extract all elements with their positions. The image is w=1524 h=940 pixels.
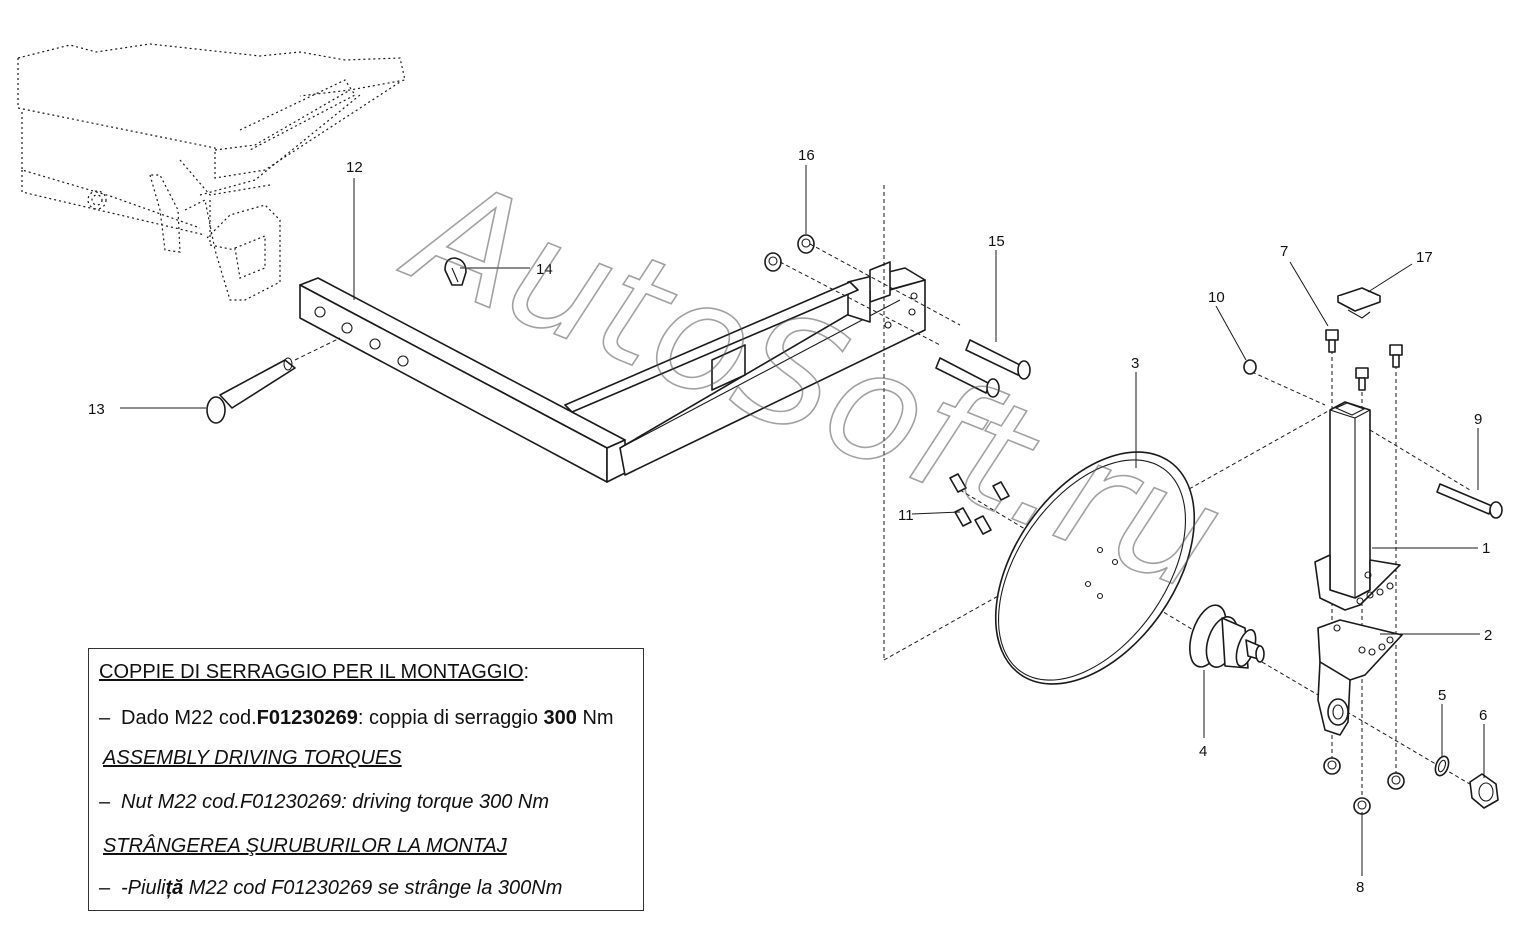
callout-5: 5 — [1438, 687, 1446, 704]
tractor-frame-ghost — [17, 43, 406, 301]
note-it-title: COPPIE DI SERRAGGIO PER IL MONTAGGIO: — [99, 661, 529, 684]
note-it-line-c: Nm — [576, 707, 614, 729]
note-dash: – — [99, 791, 111, 813]
note-it-code: F01230269 — [256, 707, 358, 729]
nut-6 — [1469, 773, 1499, 809]
callout-9: 9 — [1474, 411, 1482, 428]
note-ro-line-a: -Piuli — [121, 877, 166, 899]
callout-16: 16 — [798, 147, 815, 164]
callout-4: 4 — [1199, 743, 1207, 760]
note-ro-bold: ță — [165, 877, 184, 899]
washer-5 — [1434, 755, 1450, 777]
note-ro-title: STRÂNGEREA ŞURUBURILOR LA MONTAJ — [103, 835, 507, 857]
nuts-16 — [764, 234, 815, 272]
callout-3: 3 — [1131, 355, 1139, 372]
callout-17: 17 — [1416, 249, 1433, 266]
leader-lines — [120, 165, 1485, 876]
note-ro-line: –-Piuliță M22 cod F01230269 se strânge l… — [99, 877, 562, 900]
note-ro-line-b: M22 cod F01230269 se strânge la 300Nm — [183, 877, 563, 899]
note-en-line-text: Nut M22 cod.F01230269: driving torque 30… — [121, 791, 550, 813]
frame-arm — [299, 261, 926, 483]
callout-1: 1 — [1482, 540, 1490, 557]
bolt-9 — [1436, 483, 1503, 519]
note-it-line: –Dado M22 cod.F01230269: coppia di serra… — [99, 707, 614, 730]
pin-13 — [206, 337, 341, 424]
clip-14 — [444, 257, 467, 286]
note-it-title-text: COPPIE DI SERRAGGIO PER IL MONTAGGIO — [99, 661, 524, 683]
bracket-2 — [1317, 619, 1403, 736]
callout-2: 2 — [1484, 627, 1492, 644]
callout-14: 14 — [536, 261, 553, 278]
note-dash: – — [99, 707, 111, 729]
note-it-value: 300 — [543, 707, 577, 729]
callout-labels: 1 2 3 4 5 6 7 8 9 10 11 12 13 14 15 16 1… — [88, 147, 1492, 896]
cap-17 — [1337, 287, 1381, 319]
torque-notes-box: COPPIE DI SERRAGGIO PER IL MONTAGGIO: –D… — [88, 648, 644, 911]
callout-8: 8 — [1356, 879, 1364, 896]
bolts-15 — [935, 339, 1031, 398]
disc-3 — [994, 451, 1196, 685]
callout-10: 10 — [1208, 289, 1225, 306]
callout-6: 6 — [1479, 707, 1487, 724]
callout-12: 12 — [346, 159, 363, 176]
callout-15: 15 — [988, 233, 1005, 250]
note-it-line-a: Dado M22 cod. — [121, 707, 257, 729]
column-1 — [1314, 401, 1401, 611]
note-dash: – — [99, 877, 111, 899]
note-en-title: ASSEMBLY DRIVING TORQUES — [103, 747, 402, 769]
callout-13: 13 — [88, 401, 105, 418]
note-en-line: –Nut M22 cod.F01230269: driving torque 3… — [99, 791, 549, 814]
note-it-line-b: : coppia di serraggio — [357, 707, 544, 729]
callout-11: 11 — [898, 507, 914, 524]
callout-7: 7 — [1280, 243, 1288, 260]
nuts-8 — [1323, 757, 1405, 815]
hub-4 — [1189, 604, 1265, 669]
note-it-title-colon: : — [523, 661, 530, 683]
nut-10 — [1243, 359, 1257, 375]
bolts-7 — [1325, 329, 1403, 391]
